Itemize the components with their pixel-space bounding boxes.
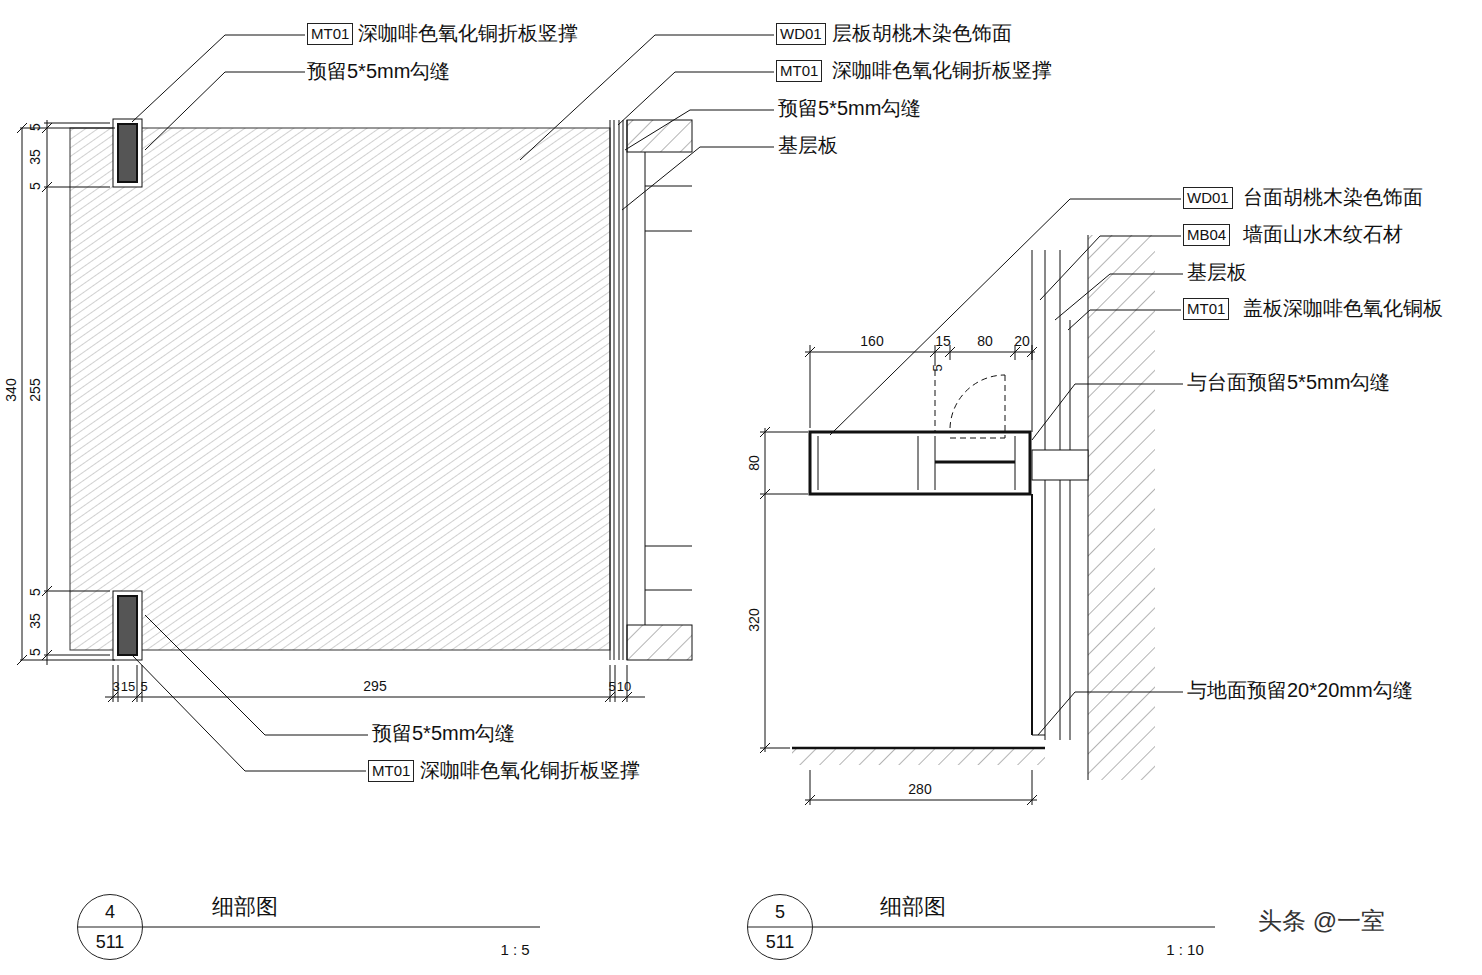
material-tag: MB04 bbox=[1183, 224, 1230, 246]
dimension-value: 5 bbox=[608, 680, 615, 694]
dimension-value: 3 bbox=[112, 680, 119, 694]
dimension-value: 5 bbox=[931, 364, 945, 371]
dimension-value: 15 bbox=[935, 334, 951, 349]
dimension-value: 35 bbox=[28, 149, 43, 165]
dimension-value: 5 bbox=[28, 123, 43, 131]
callout-note: 层板胡桃木染色饰面 bbox=[832, 22, 1012, 44]
callout-note: 基层板 bbox=[778, 134, 838, 156]
material-tag: MT01 bbox=[307, 23, 353, 45]
dimension-value: 295 bbox=[363, 679, 386, 694]
dimension-value: 80 bbox=[977, 334, 993, 349]
dimension-value: 5 bbox=[140, 680, 147, 694]
callout-note: 深咖啡色氧化铜折板竖撑 bbox=[358, 22, 578, 44]
dimension-value: 10 bbox=[617, 680, 631, 694]
material-tag: WD01 bbox=[776, 23, 826, 45]
dimension-value: 35 bbox=[28, 613, 43, 629]
callout-number: 511 bbox=[748, 933, 812, 951]
callout-note: 与地面预留20*20mm勾缝 bbox=[1187, 679, 1413, 701]
dimension-value: 160 bbox=[860, 334, 883, 349]
callout-note: 预留5*5mm勾缝 bbox=[307, 60, 450, 82]
material-tag: MT01 bbox=[368, 760, 414, 782]
callout-note: 深咖啡色氧化铜折板竖撑 bbox=[420, 759, 640, 781]
material-code: WD01 bbox=[1187, 189, 1229, 206]
callout-note: 预留5*5mm勾缝 bbox=[778, 97, 921, 119]
dimension-value: 15 bbox=[121, 680, 135, 694]
material-code: MT01 bbox=[780, 62, 818, 79]
material-code: WD01 bbox=[780, 25, 822, 42]
detail-callout-circle: 4 511 bbox=[77, 894, 143, 960]
callout-note: 基层板 bbox=[1187, 261, 1247, 283]
material-tag: WD01 bbox=[1183, 187, 1233, 209]
material-code: MT01 bbox=[311, 25, 349, 42]
drawing-title: 细部图 bbox=[880, 895, 946, 919]
scale-note: 1 : 5 bbox=[500, 942, 529, 959]
dimension-value: 20 bbox=[1014, 334, 1030, 349]
callout-number: 511 bbox=[78, 933, 142, 951]
material-code: MT01 bbox=[1187, 300, 1225, 317]
material-tag: MT01 bbox=[1183, 298, 1229, 320]
dimension-value: 280 bbox=[908, 782, 931, 797]
callout-note: 盖板深咖啡色氧化铜板 bbox=[1243, 297, 1443, 319]
dimension-value: 255 bbox=[28, 378, 43, 401]
callout-note: 与台面预留5*5mm勾缝 bbox=[1187, 371, 1390, 393]
material-code: MB04 bbox=[1187, 226, 1226, 243]
dimension-value: 5 bbox=[28, 182, 43, 190]
callout-note: 预留5*5mm勾缝 bbox=[372, 722, 515, 744]
dimension-value: 5 bbox=[28, 588, 43, 596]
material-code: MT01 bbox=[372, 762, 410, 779]
callout-number: 4 bbox=[78, 903, 142, 921]
watermark: 头条 @一室 bbox=[1258, 908, 1385, 934]
dimension-value: 5 bbox=[28, 648, 43, 656]
callout-number: 5 bbox=[748, 903, 812, 921]
detail-callout-circle: 5 511 bbox=[747, 894, 813, 960]
scale-note: 1 : 10 bbox=[1166, 942, 1204, 959]
callout-note: 墙面山水木纹石材 bbox=[1243, 223, 1403, 245]
dimension-value: 340 bbox=[4, 378, 19, 401]
material-tag: MT01 bbox=[776, 60, 822, 82]
drawing-title: 细部图 bbox=[212, 895, 278, 919]
callout-note: 台面胡桃木染色饰面 bbox=[1243, 186, 1423, 208]
dimension-value: 320 bbox=[747, 608, 762, 631]
callout-note: 深咖啡色氧化铜折板竖撑 bbox=[832, 59, 1052, 81]
dimension-value: 80 bbox=[747, 455, 762, 471]
